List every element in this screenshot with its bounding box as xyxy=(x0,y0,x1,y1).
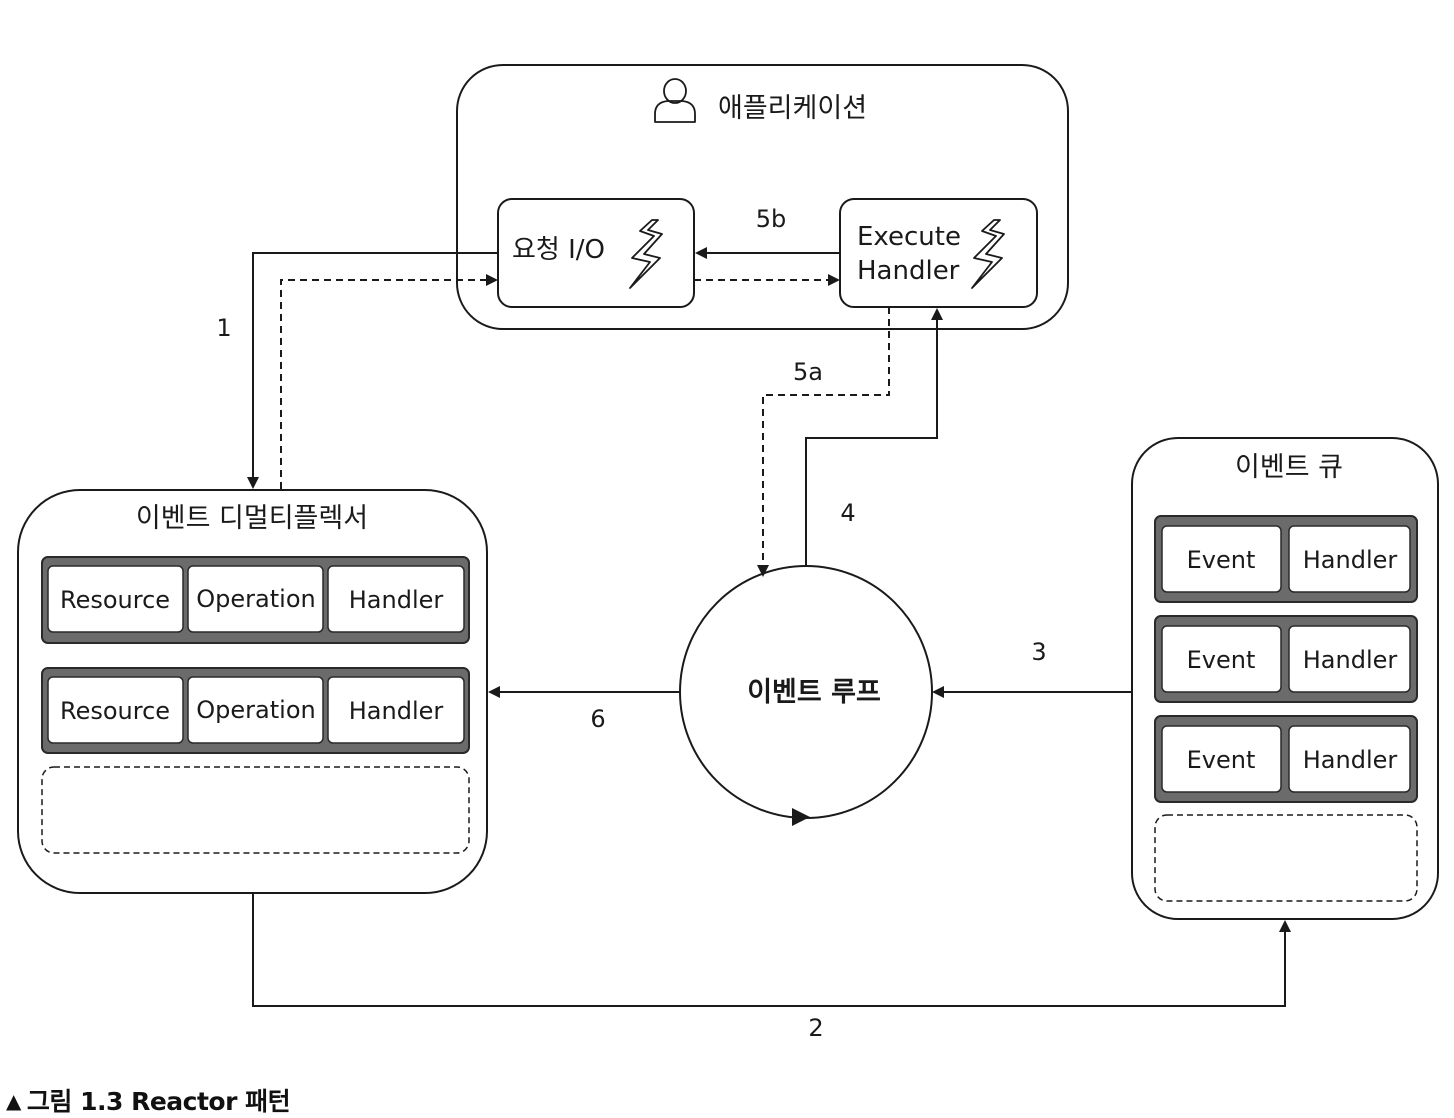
handler-label: Handler xyxy=(349,586,444,614)
step-label-1: 1 xyxy=(216,314,231,342)
step-label-5b: 5b xyxy=(756,205,787,233)
handler-cell xyxy=(1288,725,1411,793)
event-cell xyxy=(1161,625,1282,693)
loop-direction-arrow xyxy=(792,808,810,826)
step-label-2: 2 xyxy=(808,1014,823,1042)
handler-label: Handler xyxy=(1303,646,1398,674)
application-container: 애플리케이션 요청 I/O Execute Handler xyxy=(456,64,1069,330)
handler-cell xyxy=(327,565,465,633)
demultiplexer-title: 이벤트 디멀티플렉서 xyxy=(136,503,368,534)
resource-label: Resource xyxy=(60,586,170,614)
figure-caption: ▲그림 1.3 Reactor 패턴 xyxy=(6,1082,291,1118)
event-queue-title: 이벤트 큐 xyxy=(1235,452,1343,483)
handler-label: Handler xyxy=(349,697,444,725)
operation-label: Operation xyxy=(196,696,315,724)
operation-cell xyxy=(187,565,324,633)
step-label-6: 6 xyxy=(590,705,605,733)
empty-slot xyxy=(1154,814,1418,902)
event-loop-label: 이벤트 루프 xyxy=(747,677,881,708)
arrow-demux-return xyxy=(280,274,498,489)
event-label: Event xyxy=(1187,646,1256,674)
queue-row: Event Handler xyxy=(1154,615,1418,703)
event-loop: 이벤트 루프 xyxy=(679,565,933,826)
caption-marker: ▲ xyxy=(6,1089,21,1113)
step-label-4: 4 xyxy=(840,499,855,527)
request-io-label: 요청 I/O xyxy=(512,235,605,265)
step-label-5a: 5a xyxy=(793,358,823,386)
execute-handler-box: Execute Handler xyxy=(839,198,1038,308)
user-icon xyxy=(654,78,696,123)
step-label-3: 3 xyxy=(1031,638,1046,666)
arrow-step-5a xyxy=(757,307,890,577)
event-cell xyxy=(1161,525,1282,593)
arrow-step-4 xyxy=(805,308,943,566)
resource-cell xyxy=(47,676,184,744)
application-title: 애플리케이션 xyxy=(718,93,867,124)
lightning-icon xyxy=(971,219,1005,289)
handler-label: Handler xyxy=(1303,746,1398,774)
arrow-step-2 xyxy=(252,893,1291,1007)
arrow-step-1 xyxy=(247,252,498,489)
event-label: Event xyxy=(1187,746,1256,774)
execute-handler-label-2: Handler xyxy=(857,256,960,286)
empty-slot xyxy=(41,766,470,854)
handler-label: Handler xyxy=(1303,546,1398,574)
demultiplexer-container: 이벤트 디멀티플렉서 Resource Operation Handler Re… xyxy=(17,489,488,894)
execute-handler-label-1: Execute xyxy=(857,222,961,252)
event-label: Event xyxy=(1187,546,1256,574)
caption-text: 그림 1.3 Reactor 패턴 xyxy=(26,1087,291,1116)
queue-row: Event Handler xyxy=(1154,715,1418,803)
handler-cell xyxy=(327,676,465,744)
request-io-box: 요청 I/O xyxy=(497,198,695,308)
event-cell xyxy=(1161,725,1282,793)
demux-row: Resource Operation Handler xyxy=(41,556,470,644)
handler-cell xyxy=(1288,625,1411,693)
operation-cell xyxy=(187,676,324,744)
operation-label: Operation xyxy=(196,585,315,613)
resource-label: Resource xyxy=(60,697,170,725)
event-queue-container: 이벤트 큐 Event Handler Event Handler Event … xyxy=(1131,437,1439,920)
handler-cell xyxy=(1288,525,1411,593)
lightning-icon xyxy=(629,219,663,289)
demux-row: Resource Operation Handler xyxy=(41,667,470,754)
resource-cell xyxy=(47,565,184,633)
queue-row: Event Handler xyxy=(1154,515,1418,603)
